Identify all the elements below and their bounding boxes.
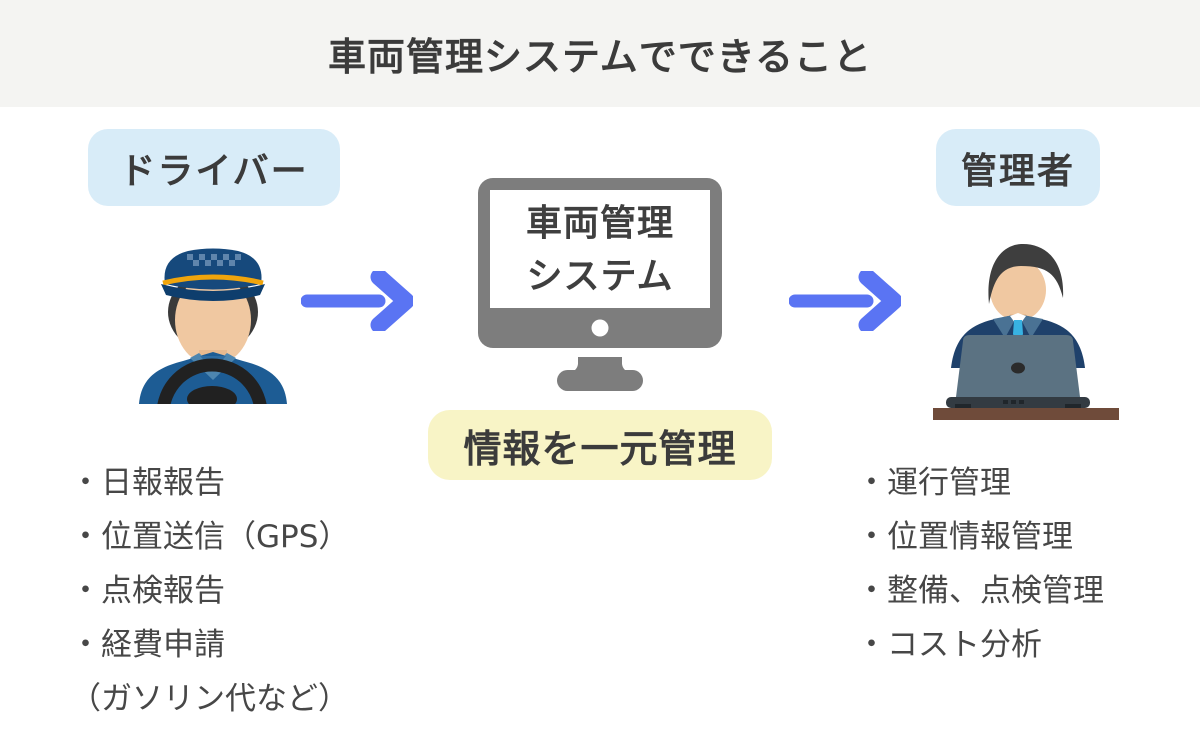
list-item: ・コスト分析	[856, 627, 1042, 663]
manager-hair	[988, 243, 1064, 304]
laptop-logo	[1011, 362, 1025, 374]
manager-label-text: 管理者	[960, 150, 1075, 192]
screen-line-2: システム	[526, 256, 674, 297]
monitor-screen	[490, 190, 710, 308]
cap-checker-pattern	[187, 254, 241, 266]
page-title: 車両管理システムでできること	[327, 35, 873, 79]
list-item: ・経費申請	[70, 627, 225, 663]
central-management-caption: 情報を一元管理	[428, 410, 772, 480]
monitor-base	[557, 370, 643, 391]
list-item: ・整備、点検管理	[856, 573, 1104, 609]
cap-band	[162, 274, 264, 286]
driver-capabilities-list: ・日報報告 ・位置送信（GPS） ・点検報告 ・経費申請 （ガソリン代など）	[70, 456, 349, 726]
driver-label: ドライバー	[88, 129, 340, 206]
suit-lapel-right	[1018, 314, 1043, 338]
monitor-button	[591, 319, 609, 337]
steering-wheel-ring	[157, 358, 267, 404]
cap-brim	[161, 284, 265, 301]
person-at-laptop-icon	[933, 243, 1119, 420]
monitor-neck	[566, 357, 634, 374]
flow-arrow-driver-to-system right-arrow-icon	[301, 271, 413, 331]
monitor-screen-text: 車両管理 システム	[490, 197, 710, 303]
list-item: ・点検報告	[70, 573, 225, 609]
suit-lapel-left	[993, 314, 1018, 338]
list-item: （ガソリン代など）	[70, 681, 349, 717]
taxi-driver-with-steering-wheel-icon	[139, 248, 287, 404]
list-item: ・位置情報管理	[856, 519, 1073, 555]
desktop-monitor-icon	[478, 178, 722, 391]
header-bar: 車両管理システムでできること	[0, 0, 1200, 107]
laptop-keyboard-base	[946, 397, 1090, 408]
manager-face	[990, 259, 1046, 321]
screen-line-1: 車両管理	[525, 203, 674, 244]
caption-text: 情報を一元管理	[463, 426, 737, 471]
list-item: ・位置送信（GPS）	[70, 519, 350, 555]
list-item: ・運行管理	[856, 465, 1011, 501]
desk-surface	[933, 408, 1119, 420]
keyboard-keys	[955, 400, 1081, 408]
manager-label: 管理者	[936, 129, 1100, 206]
list-item: ・日報報告	[70, 465, 225, 501]
driver-label-text: ドライバー	[119, 150, 309, 192]
flow-arrow-system-to-manager right-arrow-icon	[789, 271, 901, 331]
manager-capabilities-list: ・運行管理 ・位置情報管理 ・整備、点検管理 ・コスト分析	[856, 456, 1104, 672]
